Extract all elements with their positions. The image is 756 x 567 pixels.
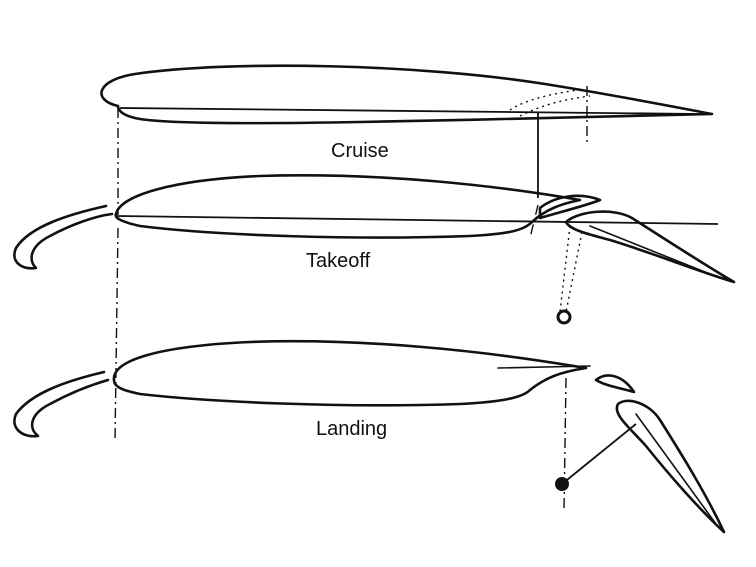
takeoff-flap-link [559, 225, 571, 313]
takeoff-flap [564, 210, 736, 284]
landing-flap-ref-line [563, 377, 567, 511]
landing-label: Landing [316, 418, 388, 440]
cruise-stowed-flap-hint-1 [509, 89, 579, 111]
landing-pivot-point [555, 477, 569, 491]
landing-flap-link [561, 423, 637, 485]
cruise-chord-line [119, 107, 701, 115]
landing-flap-inner-line [635, 413, 717, 525]
cruise-stowed-flap-hint-2 [519, 95, 591, 117]
takeoff-flap-inner-line [589, 225, 721, 279]
takeoff-slat [13, 204, 114, 270]
landing-airfoil-outline [112, 339, 588, 407]
landing-airfoil-group [13, 339, 726, 534]
landing-flap [615, 399, 726, 534]
takeoff-label: Takeoff [306, 250, 371, 272]
landing-slat [13, 370, 110, 438]
takeoff-chord-line [115, 215, 719, 225]
cruise-label: Cruise [331, 140, 389, 162]
takeoff-airfoil-outline [114, 174, 582, 239]
takeoff-airfoil-group [13, 174, 736, 325]
takeoff-pivot-point [556, 309, 572, 325]
takeoff-flap-link-2 [565, 231, 583, 313]
cruise-airfoil-outline [100, 64, 714, 125]
cruise-airfoil-group [100, 64, 714, 146]
leading-edge-reference-line-lower [114, 227, 119, 441]
landing-trailing-lip [497, 365, 591, 369]
takeoff-flap-ref-line [529, 204, 539, 239]
landing-flap-vane [594, 374, 636, 394]
takeoff-flap-vane [538, 194, 602, 220]
